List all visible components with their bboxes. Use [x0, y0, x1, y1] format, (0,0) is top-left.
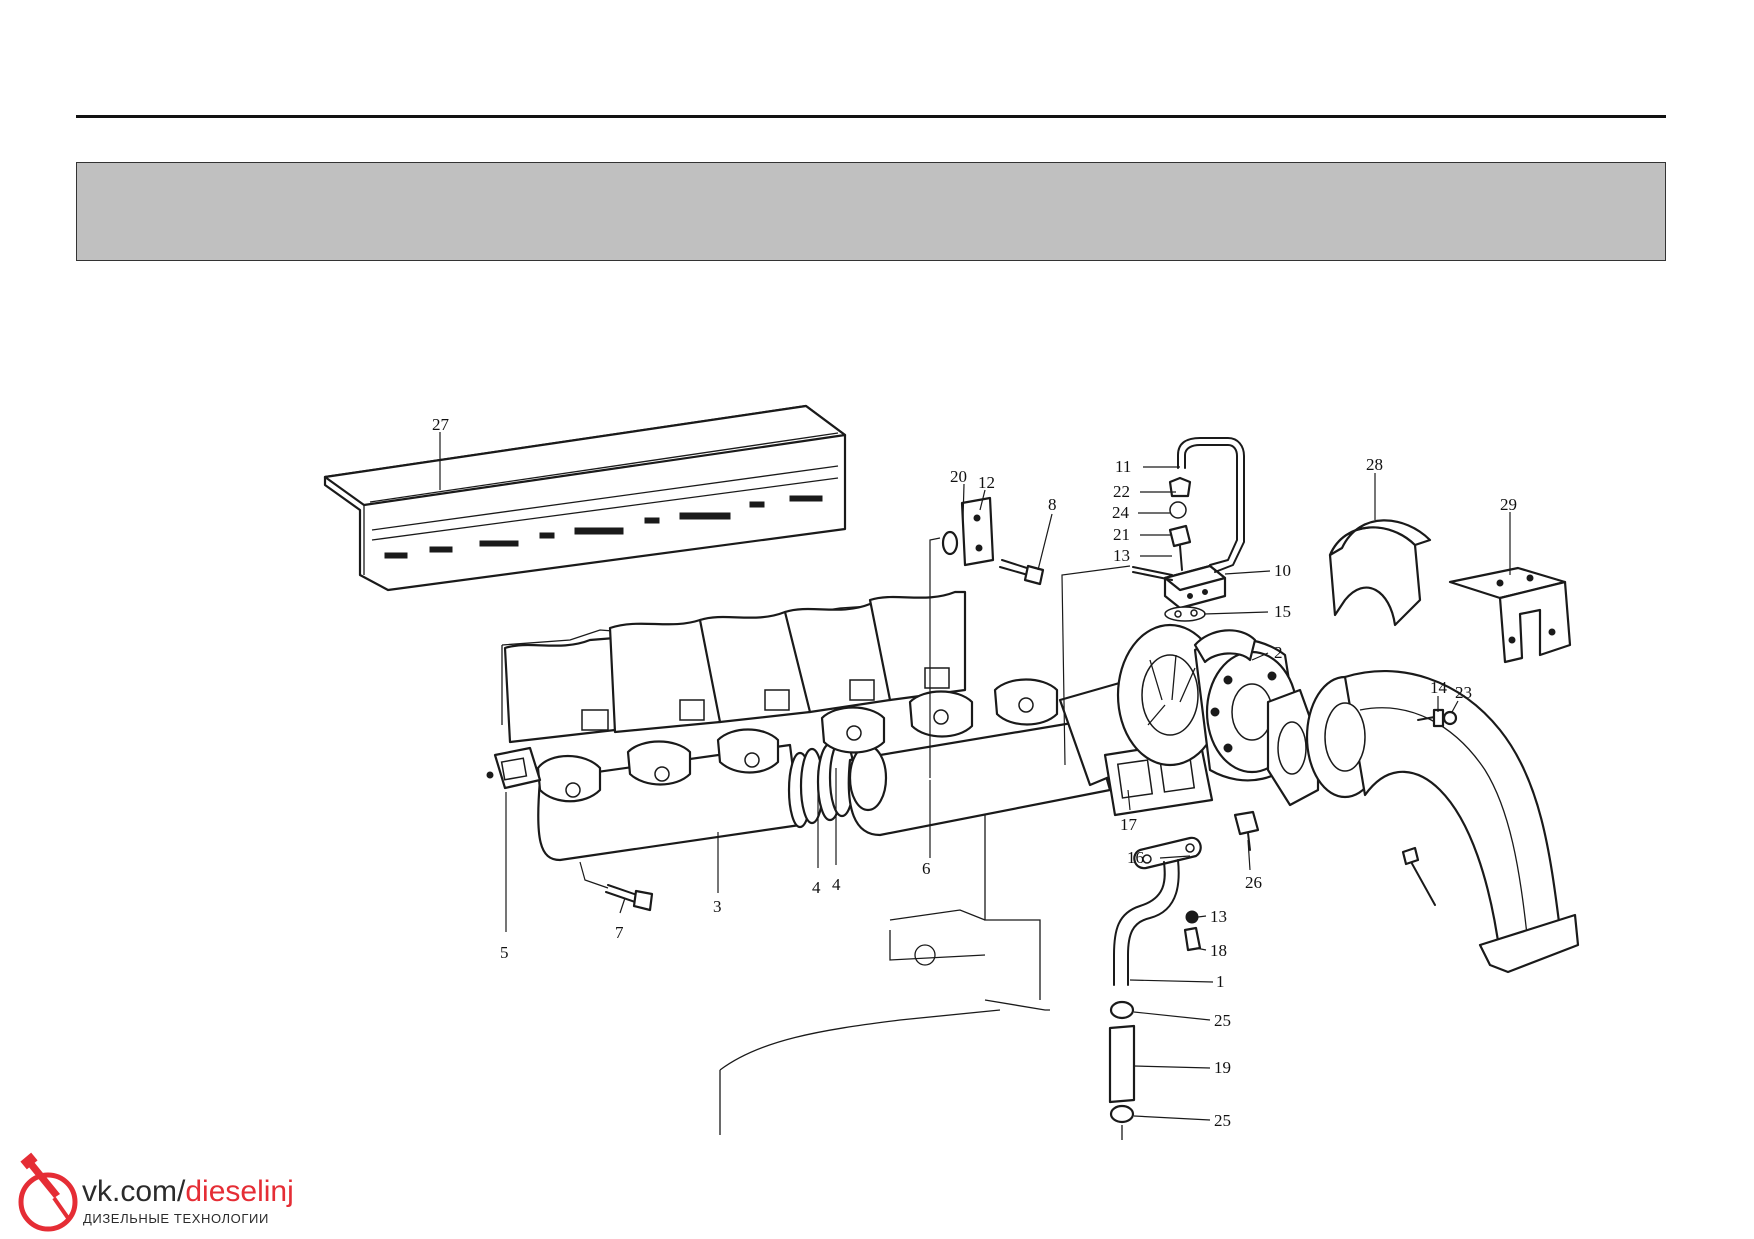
watermark-tagline: ДИЗЕЛЬНЫЕ ТЕХНОЛОГИИ — [83, 1211, 269, 1226]
title-band — [76, 162, 1666, 261]
callout-6: 6 — [922, 859, 931, 878]
callout-11: 11 — [1115, 457, 1131, 476]
part-4-sealing-rings — [787, 738, 856, 829]
part-3-front-manifold — [493, 728, 802, 862]
callout-15: 15 — [1274, 602, 1291, 621]
callout-19: 19 — [1214, 1058, 1231, 1077]
part-13-18-bolt — [1183, 910, 1202, 952]
parts-21-22-24-fittings — [1168, 476, 1192, 571]
callout-23: 23 — [1455, 683, 1472, 702]
part-12-bracket-plate — [960, 496, 995, 567]
callout-27: 27 — [432, 415, 450, 434]
part-1-return-pipe — [1113, 859, 1180, 986]
callout-labels: 27 20 12 8 11 22 24 21 13 10 15 2 28 29 … — [432, 415, 1517, 1130]
callout-22: 22 — [1113, 482, 1130, 501]
watermark-site[interactable]: vk.com/dieselinj — [82, 1175, 294, 1209]
callout-26: 26 — [1245, 873, 1262, 892]
part-7-bolt — [605, 884, 654, 912]
callout-13b: 13 — [1210, 907, 1227, 926]
part-14-23-stud — [1401, 708, 1458, 906]
watermark-site-accent: dieselinj — [185, 1175, 294, 1208]
callout-1: 1 — [1216, 972, 1225, 991]
header-rule — [76, 115, 1666, 118]
part-10-oil-block — [1163, 564, 1227, 610]
part-28-clamp — [1328, 519, 1432, 627]
callout-8: 8 — [1048, 495, 1057, 514]
callout-2: 2 — [1274, 643, 1283, 662]
callout-7: 7 — [615, 923, 624, 942]
exhaust-flange-gasket — [1266, 688, 1320, 807]
callout-21: 21 — [1113, 525, 1130, 544]
part-29-bracket — [1448, 566, 1572, 664]
callout-5: 5 — [500, 943, 509, 962]
callout-4a: 4 — [812, 878, 821, 897]
callout-4b: 4 — [832, 875, 841, 894]
watermark-logo — [18, 1152, 78, 1232]
callout-16: 16 — [1127, 848, 1144, 867]
callout-24: 24 — [1112, 503, 1130, 522]
part-11-oil-pipe — [1132, 437, 1245, 581]
part-8-bolt — [999, 559, 1045, 586]
exhaust-elbow — [1305, 669, 1580, 974]
part-16-flange — [1133, 836, 1202, 870]
callout-13a: 13 — [1113, 546, 1130, 565]
part-15-gasket-small — [1164, 606, 1206, 622]
callout-25a: 25 — [1214, 1011, 1231, 1030]
callout-12: 12 — [978, 473, 995, 492]
part-27-heat-shield — [323, 404, 847, 592]
callout-3: 3 — [713, 897, 722, 916]
leader-lines — [439, 432, 1511, 1121]
part-5-gasket-small — [486, 771, 494, 779]
callout-28: 28 — [1366, 455, 1383, 474]
callout-25b: 25 — [1214, 1111, 1231, 1130]
part-26-bolt — [1233, 810, 1260, 851]
callout-14: 14 — [1430, 678, 1448, 697]
watermark-site-prefix: vk.com/ — [82, 1175, 186, 1208]
callout-18: 18 — [1210, 941, 1227, 960]
cylinder-heads — [503, 590, 967, 744]
part-20-washer — [941, 530, 959, 556]
callout-20: 20 — [950, 467, 967, 486]
part-25-19-hose — [1108, 1000, 1136, 1140]
injector-icon — [18, 1152, 78, 1232]
callout-17: 17 — [1120, 815, 1138, 834]
callout-10: 10 — [1274, 561, 1291, 580]
callout-29: 29 — [1500, 495, 1517, 514]
